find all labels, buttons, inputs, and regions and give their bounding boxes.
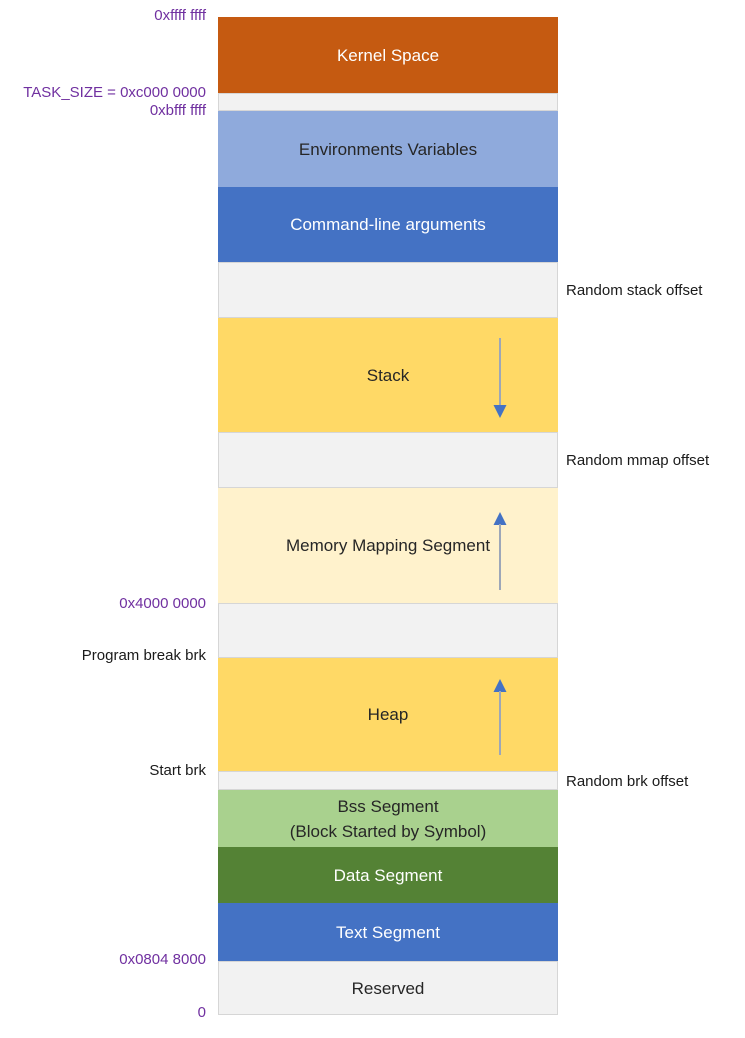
gap-heap-boundary	[218, 603, 558, 658]
segment-reserved: Reserved	[218, 961, 558, 1015]
segment-memory-mapping-label: Memory Mapping Segment	[285, 536, 491, 555]
segment-data-label: Data Segment	[333, 865, 443, 885]
label-random-brk-offset: Random brk offset	[566, 773, 689, 790]
address-0x40000000: 0x4000 0000	[119, 595, 206, 612]
gap-kernel-boundary	[218, 93, 558, 111]
gap-random-stack-offset	[218, 262, 558, 318]
segment-bss-label: (Block Started by Symbol)	[289, 821, 487, 841]
segment-data: Data Segment	[218, 847, 558, 903]
segment-kernel-space-label: Kernel Space	[336, 45, 440, 65]
segment-command-line-arguments: Command-line arguments	[218, 187, 558, 262]
segment-kernel-space: Kernel Space	[218, 17, 558, 93]
grow-up-arrow-icon	[493, 512, 507, 597]
label-random-stack-offset: Random stack offset	[566, 282, 703, 299]
address-0: 0	[197, 1004, 206, 1021]
label-program-break-brk: Program break brk	[81, 647, 206, 664]
segment-memory-mapping: Memory Mapping Segment	[218, 488, 558, 603]
gap-random-brk-offset	[218, 771, 558, 790]
grow-down-arrow-icon	[493, 338, 507, 425]
segment-command-line-arguments-label: Command-line arguments	[290, 215, 486, 234]
segment-bss-label: Bss Segment	[337, 796, 439, 816]
segment-environment-variables-label: Environments Variables	[298, 139, 478, 159]
address-0x08048000: 0x0804 8000	[119, 951, 206, 968]
segment-text-label: Text Segment	[336, 922, 440, 942]
segment-bss: Bss Segment (Block Started by Symbol)	[218, 790, 558, 847]
segment-heap: Heap	[218, 658, 558, 771]
segment-environment-variables: Environments Variables	[218, 111, 558, 187]
address-0xffffffff: 0xffff ffff	[154, 7, 206, 24]
segment-reserved-label: Reserved	[351, 978, 425, 998]
grow-up-arrow-icon	[493, 679, 507, 762]
gap-random-mmap-offset	[218, 432, 558, 488]
segment-stack: Stack	[218, 318, 558, 432]
segment-stack-label: Stack	[366, 365, 410, 385]
address-task-size: TASK_SIZE = 0xc000 0000	[23, 84, 206, 101]
segment-text: Text Segment	[218, 903, 558, 961]
label-random-mmap-offset: Random mmap offset	[566, 452, 710, 469]
label-start-brk: Start brk	[149, 762, 206, 779]
address-0xbfffffff: 0xbfff ffff	[149, 102, 206, 119]
segment-heap-label: Heap	[367, 705, 409, 724]
